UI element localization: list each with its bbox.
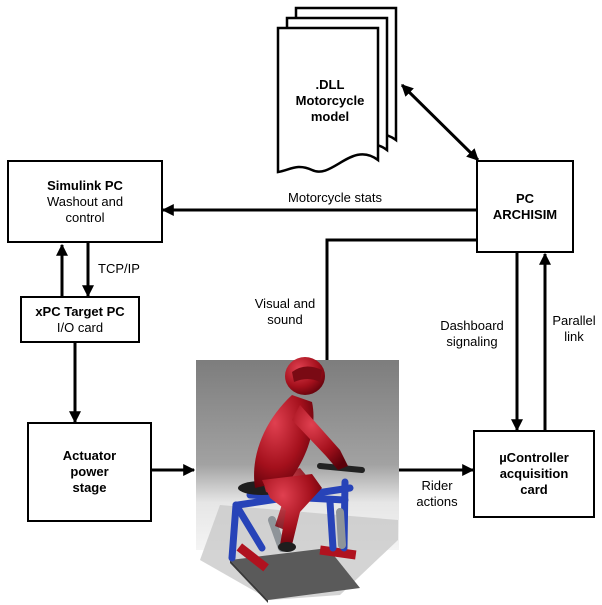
pc-archisim-line1: PC — [515, 190, 535, 206]
pc-archisim-box: PC ARCHISIM — [476, 160, 574, 253]
ucontroller-line3: card — [520, 482, 548, 497]
xpc-target-pc-box: xPC Target PC I/O card — [20, 296, 140, 343]
simulink-pc-title: Simulink PC — [47, 177, 123, 193]
dashboard-line1: Dashboard — [440, 318, 504, 333]
tcp-ip-label: TCP/IP — [98, 261, 140, 276]
actuator-power-stage-box: Actuator power stage — [27, 422, 152, 522]
xpc-target-pc-title: xPC Target PC — [35, 303, 125, 319]
parallel-line2: link — [564, 329, 584, 344]
ucontroller-acquisition-card-box: µController acquisition card — [473, 430, 595, 518]
dll-label-line3: model — [310, 109, 350, 124]
dashboard-line2: signaling — [446, 334, 498, 349]
actuator-line3: stage — [72, 480, 107, 495]
rider-line1: Rider — [421, 478, 453, 493]
dll-label-line1: .DLL — [315, 77, 345, 92]
pc-archisim-line2: ARCHISIM — [492, 206, 558, 222]
rider-helmet — [285, 357, 325, 395]
parallel-link-label: Parallel link — [548, 313, 600, 345]
xpc-target-pc-line2: I/O card — [56, 319, 104, 335]
dll-archisim-arrow — [400, 83, 480, 162]
dll-model-label: .DLL Motorcycle model — [280, 77, 380, 125]
visual-sound-arrow — [321, 238, 476, 378]
parallel-line1: Parallel — [552, 313, 596, 328]
actuator-line2: power — [70, 464, 109, 479]
motorcycle-stats-label: Motorcycle stats — [288, 190, 382, 205]
rider-line2: actions — [416, 494, 458, 509]
visual-sound-line1: Visual and — [254, 296, 316, 311]
actuator-line1: Actuator — [62, 448, 117, 463]
simulink-pc-line2: Washout and — [46, 193, 124, 209]
visual-sound-line2: sound — [267, 312, 303, 327]
ucontroller-line2: acquisition — [499, 466, 569, 481]
dll-label-line2: Motorcycle — [295, 93, 365, 108]
simulink-pc-box: Simulink PC Washout and control — [7, 160, 163, 243]
ucontroller-line1: µController — [499, 450, 569, 465]
visual-sound-label: Visual and sound — [245, 296, 325, 328]
dll-document-stack-icon — [276, 6, 398, 174]
simulink-pc-line3: control — [65, 209, 105, 225]
dashboard-signaling-label: Dashboard signaling — [432, 318, 512, 350]
rider-actions-label: Rider actions — [402, 478, 472, 510]
